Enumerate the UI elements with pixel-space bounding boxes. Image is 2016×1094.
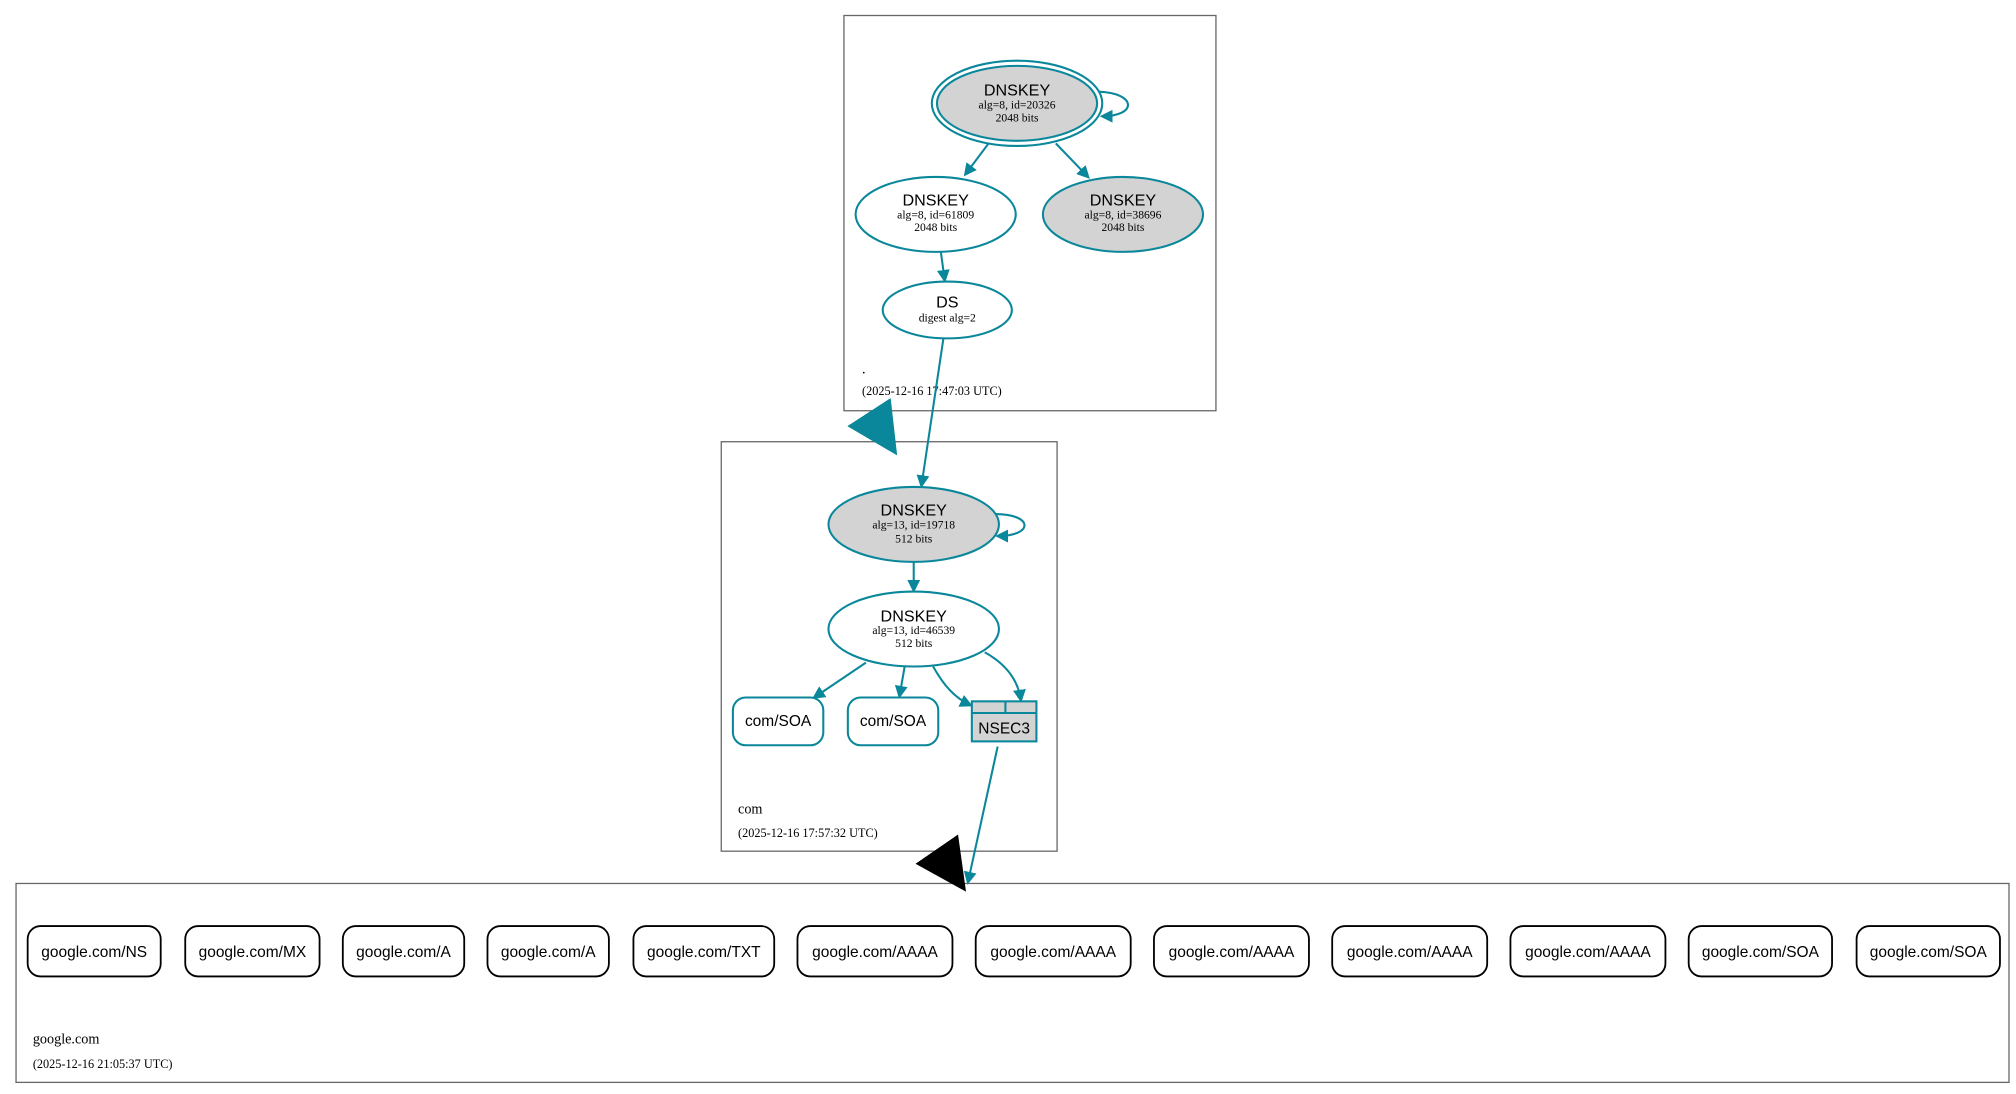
node-label: NSEC3 — [978, 721, 1030, 738]
node-google-record[interactable]: google.com/SOA — [1855, 925, 2001, 978]
zone-timestamp: (2025-12-16 21:05:37 UTC) — [33, 1057, 173, 1071]
node-label: google.com/AAAA — [1347, 944, 1473, 961]
zone-google: google.com/NS google.com/MX google.com/A go… — [15, 882, 2010, 1084]
edges — [812, 90, 1129, 892]
node-root-key3[interactable]: DNSKEY alg=8, id=38696 2048 bits — [1041, 175, 1205, 253]
node-label: google.com/AAAA — [990, 944, 1116, 961]
node-com-ksk[interactable]: DNSKEY alg=13, id=19718 512 bits — [827, 485, 1000, 563]
node-detail: digest alg=2 — [919, 312, 976, 325]
node-label: com/SOA — [860, 713, 927, 730]
node-google-record[interactable]: google.com/SOA — [1687, 925, 1833, 978]
edge-root-zsk-ds — [936, 251, 950, 283]
zone-name: . — [862, 361, 866, 377]
node-label: com/SOA — [745, 713, 812, 730]
node-detail: alg=8, id=20326 — [979, 98, 1056, 111]
node-label: google.com/NS — [41, 944, 147, 961]
node-google-record[interactable]: google.com/AAAA — [1153, 925, 1310, 978]
node-com-nsec3[interactable]: NSEC3 — [970, 700, 1038, 743]
node-label: google.com/AAAA — [1525, 944, 1651, 961]
edge-self-root-ksk — [1098, 90, 1129, 123]
node-google-record[interactable]: google.com/AAAA — [1331, 925, 1489, 978]
node-root-zsk[interactable]: DNSKEY alg=8, id=61809 2048 bits — [854, 175, 1017, 253]
node-label: google.com/TXT — [647, 944, 761, 961]
edge-root-ksk-zsk — [963, 142, 990, 177]
node-label: google.com/AAAA — [812, 944, 938, 961]
node-google-record[interactable]: google.com/TXT — [632, 925, 776, 978]
node-label: google.com/A — [501, 944, 596, 961]
node-com-soa-1[interactable]: com/SOA — [731, 696, 825, 747]
edge-root-ksk-key3 — [1055, 142, 1090, 179]
zone-name: google.com — [33, 1032, 100, 1048]
node-label: google.com/AAAA — [1169, 944, 1295, 961]
node-type: DNSKEY — [881, 501, 948, 519]
edge-ds-com-ksk — [916, 338, 945, 489]
node-google-record[interactable]: google.com/AAAA — [1509, 925, 1667, 978]
node-type: DS — [936, 293, 959, 311]
edge-com-zsk-soa1 — [812, 661, 867, 699]
edge-com-zsk-nsec3a — [932, 665, 973, 707]
zone-timestamp: (2025-12-16 17:57:32 UTC) — [738, 826, 878, 840]
node-google-record[interactable]: google.com/AAAA — [974, 925, 1132, 978]
node-bits: 2048 bits — [1102, 221, 1145, 234]
node-label: google.com/A — [356, 944, 451, 961]
edge-com-zsk-nsec3b — [984, 651, 1026, 703]
zone-name: com — [738, 802, 762, 818]
node-type: DNSKEY — [984, 82, 1051, 100]
node-label: google.com/MX — [199, 944, 307, 961]
node-detail: alg=8, id=61809 — [897, 208, 974, 221]
node-google-record[interactable]: google.com/MX — [184, 925, 321, 978]
node-detail: alg=13, id=46539 — [872, 624, 955, 637]
node-com-soa-2[interactable]: com/SOA — [846, 696, 940, 747]
node-bits: 512 bits — [895, 637, 933, 650]
node-label: google.com/SOA — [1870, 944, 1988, 961]
node-com-zsk[interactable]: DNSKEY alg=13, id=46539 512 bits — [827, 590, 1000, 668]
node-google-record[interactable]: google.com/NS — [26, 925, 162, 978]
zone-timestamp: (2025-12-16 17:47:03 UTC) — [862, 384, 1002, 398]
node-label: google.com/SOA — [1702, 944, 1820, 961]
edge-nsec3-google — [963, 746, 999, 885]
node-bits: 512 bits — [895, 532, 933, 545]
node-google-record[interactable]: google.com/A — [486, 925, 610, 978]
node-detail: alg=8, id=38696 — [1084, 208, 1161, 221]
node-bits: 2048 bits — [996, 111, 1039, 124]
node-type: DNSKEY — [881, 607, 948, 625]
node-type: DNSKEY — [903, 191, 970, 209]
node-detail: alg=13, id=19718 — [872, 518, 955, 531]
edge-self-com-ksk — [995, 513, 1026, 543]
node-google-record[interactable]: google.com/A — [341, 925, 466, 978]
node-google-record[interactable]: google.com/AAAA — [796, 925, 954, 978]
delegation-com-google — [915, 834, 967, 892]
edge-com-zsk-soa2 — [894, 666, 908, 699]
delegation-root-com — [847, 397, 898, 456]
node-bits: 2048 bits — [914, 221, 957, 234]
node-type: DNSKEY — [1090, 191, 1157, 209]
node-root-ds[interactable]: DS digest alg=2 — [881, 280, 1013, 340]
node-root-ksk[interactable]: DNSKEY alg=8, id=20326 2048 bits — [930, 59, 1104, 147]
